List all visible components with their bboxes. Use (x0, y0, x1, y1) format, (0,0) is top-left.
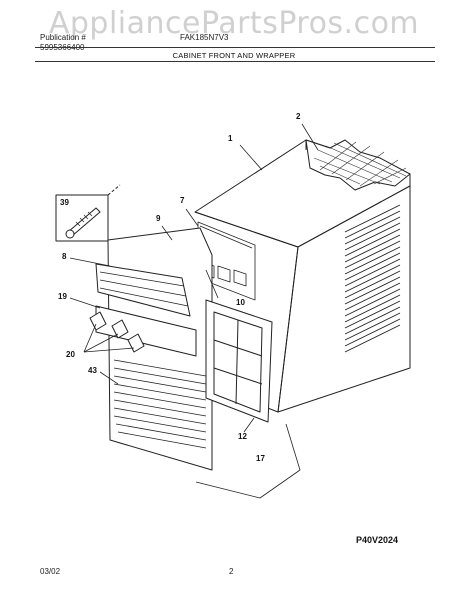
front-frame (205, 299, 273, 423)
header-rule-top (35, 47, 435, 48)
callout-7: 7 (180, 196, 185, 205)
footer-date: 03/02 (40, 567, 61, 576)
callout-12: 12 (238, 432, 247, 441)
callout-8: 8 (62, 252, 67, 261)
callout-20: 20 (66, 350, 75, 359)
section-title: CABINET FRONT AND WRAPPER (172, 51, 296, 60)
side-louvers (344, 204, 401, 353)
watermark: AppliancePartsPros.com (48, 6, 420, 41)
header-rule-bottom (35, 61, 435, 62)
leader-lines (69, 123, 319, 499)
figure-code: P40V2024 (356, 535, 399, 545)
callout-19: 19 (58, 292, 67, 301)
filter-mesh-part-2 (305, 139, 411, 191)
front-grille (89, 227, 213, 471)
callout-9: 9 (156, 214, 161, 223)
callout-39: 39 (60, 198, 69, 207)
screw-inset (55, 184, 121, 242)
callout-43: 43 (88, 366, 97, 375)
callout-10: 10 (236, 298, 245, 307)
callout-2: 2 (296, 112, 301, 121)
callout-1: 1 (228, 134, 233, 143)
publication-label: Publication # (40, 33, 86, 42)
model-number: FAK185N7V3 (180, 33, 229, 42)
callout-17: 17 (256, 454, 265, 463)
footer-page: 2 (229, 567, 234, 576)
